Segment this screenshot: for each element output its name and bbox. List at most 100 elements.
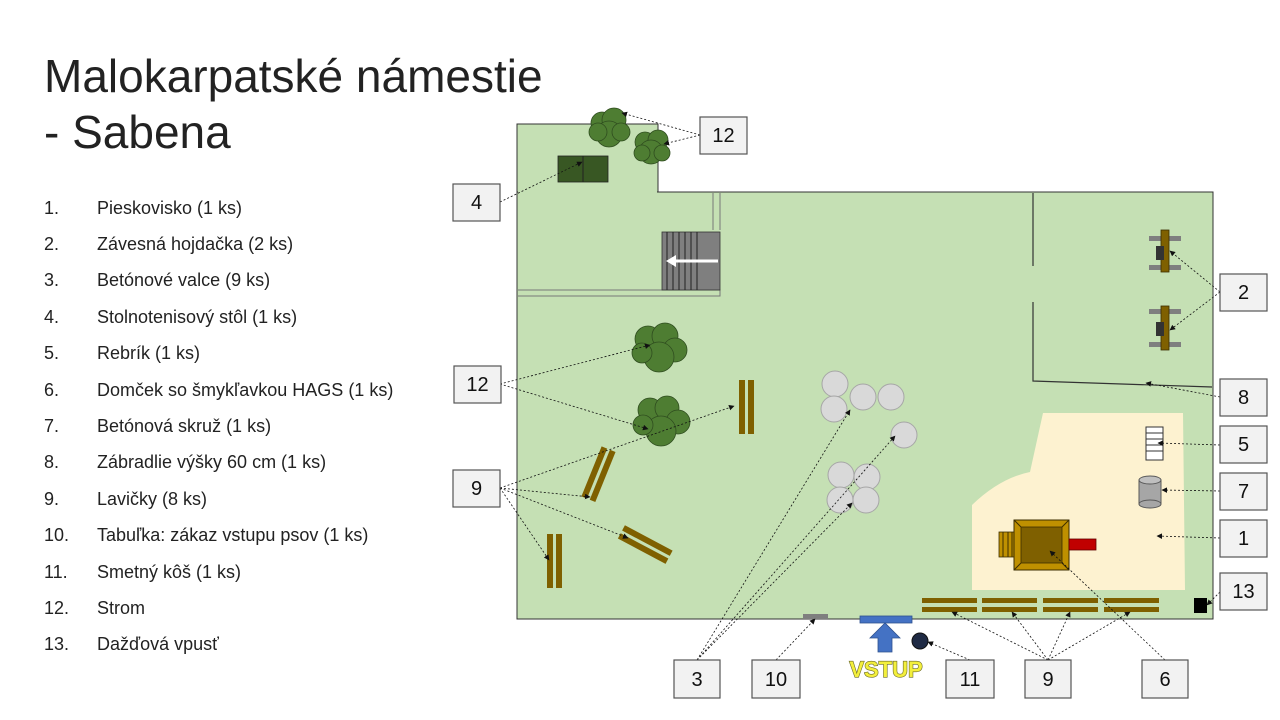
legend-number: 4. xyxy=(44,306,60,327)
legend-number: 3. xyxy=(44,270,60,291)
callout-5: 5 xyxy=(1219,425,1268,464)
trash-bin-icon xyxy=(911,632,929,650)
tree-icon xyxy=(631,322,688,373)
title-line-1: Malokarpatské námestie xyxy=(44,50,543,102)
legend-label: Dažďová vpusť xyxy=(97,634,219,655)
legend-label: Tabuľka: zákaz vstupu psov (1 ks) xyxy=(97,525,369,546)
callout-2: 2 xyxy=(1219,273,1268,312)
legend-item: 7. Betónová skruž (1 ks) xyxy=(44,408,393,444)
callout-10: 10 xyxy=(751,659,801,699)
tree-icon xyxy=(588,107,631,148)
callout-9: 9 xyxy=(1024,659,1072,699)
legend-item: 10.Tabuľka: zákaz vstupu psov (1 ks) xyxy=(44,518,393,554)
legend-number: 1. xyxy=(44,197,60,218)
legend-item: 3. Betónové valce (9 ks) xyxy=(44,263,393,299)
svg-text:12: 12 xyxy=(712,125,734,147)
legend-number: 9. xyxy=(44,488,60,509)
callout-8: 8 xyxy=(1219,378,1268,417)
legend-item: 8. Zábradlie výšky 60 cm (1 ks) xyxy=(44,445,393,481)
swing-icon xyxy=(1149,305,1181,351)
callout-4: 4 xyxy=(452,183,501,222)
legend-item: 11.Smetný kôš (1 ks) xyxy=(44,554,393,590)
legend-label: Domček so šmykľavkou HAGS (1 ks) xyxy=(97,379,394,400)
legend-label: Betónová skruž (1 ks) xyxy=(97,416,272,437)
bench-icon xyxy=(581,446,616,503)
legend-number: 7. xyxy=(44,416,60,437)
entrance-arrow-icon xyxy=(859,615,913,653)
legend-item: 12. Strom xyxy=(44,590,393,626)
callout-13: 13 xyxy=(1219,572,1268,611)
legend-item: 4. Stolnotenisový stôl (1 ks) xyxy=(44,299,393,335)
callout-7: 7 xyxy=(1219,472,1268,511)
legend-label: Závesná hojdačka (2 ks) xyxy=(97,234,294,255)
stairs xyxy=(661,231,721,291)
callout-12: 12 xyxy=(453,365,502,404)
legend-label: Pieskovisko (1 ks) xyxy=(97,197,243,218)
svg-text:10: 10 xyxy=(765,669,787,691)
svg-text:12: 12 xyxy=(466,374,488,396)
legend-label: Betónové valce (9 ks) xyxy=(97,270,271,291)
legend-number: 13. xyxy=(44,634,70,655)
legend-label: Strom xyxy=(97,597,146,618)
legend-item: 1. Pieskovisko (1 ks) xyxy=(44,190,393,226)
legend-item: 2. Závesná hojdačka (2 ks) xyxy=(44,226,393,262)
page-title: Malokarpatské námestie - Sabena xyxy=(44,48,543,160)
corridor-outline xyxy=(518,193,721,297)
legend-number: 8. xyxy=(44,452,60,473)
swing-icon xyxy=(1149,229,1181,273)
grass-annex-cover xyxy=(518,186,657,196)
svg-text:9: 9 xyxy=(1042,669,1053,691)
svg-text:9: 9 xyxy=(471,478,482,500)
title-line-2: - Sabena xyxy=(44,106,231,158)
railing xyxy=(1032,193,1213,388)
bench-icon xyxy=(1043,598,1098,612)
callout-6: 6 xyxy=(1141,659,1189,699)
legend-label: Smetný kôš (1 ks) xyxy=(97,561,242,582)
svg-text:1: 1 xyxy=(1238,528,1249,550)
legend-label: Rebrík (1 ks) xyxy=(97,343,201,364)
concrete-ring-icon xyxy=(1138,475,1162,509)
concrete-cylinders xyxy=(820,370,918,514)
legend-number: 2. xyxy=(44,234,60,255)
svg-text:7: 7 xyxy=(1238,481,1249,503)
bench-icon xyxy=(982,598,1037,612)
svg-text:5: 5 xyxy=(1238,434,1249,456)
ping-pong-table xyxy=(557,155,609,183)
leader-lines xyxy=(499,111,1221,661)
svg-text:11: 11 xyxy=(960,669,981,691)
legend-number: 12. xyxy=(44,597,70,618)
legend-number: 6. xyxy=(44,379,60,400)
play-house-icon xyxy=(998,519,1097,571)
svg-text:13: 13 xyxy=(1232,581,1254,603)
svg-text:8: 8 xyxy=(1238,387,1249,409)
legend-label: Zábradlie výšky 60 cm (1 ks) xyxy=(97,452,327,473)
tree-icon xyxy=(633,129,671,165)
callout-3: 3 xyxy=(673,659,721,699)
svg-text:4: 4 xyxy=(471,192,482,214)
bench-icon xyxy=(1104,598,1159,612)
callout-1: 1 xyxy=(1219,519,1268,558)
entrance-label: VSTUP xyxy=(849,657,922,682)
bench-icon xyxy=(547,534,562,588)
legend-list: 1. Pieskovisko (1 ks) 2. Závesná hojdačka … xyxy=(44,190,393,663)
legend-item: 5. Rebrík (1 ks) xyxy=(44,336,393,372)
callout-11: 11 xyxy=(945,659,995,699)
svg-text:2: 2 xyxy=(1238,282,1249,304)
bench-icon xyxy=(739,380,754,434)
tree-icon xyxy=(632,395,691,447)
bench-icon xyxy=(617,525,673,564)
dog-sign-icon xyxy=(803,614,828,619)
legend-item: 9. Lavičky (8 ks) xyxy=(44,481,393,517)
legend-label: Lavičky (8 ks) xyxy=(97,488,208,509)
legend-item: 6. Domček so šmykľavkou HAGS (1 ks) xyxy=(44,372,393,408)
bench-icon xyxy=(922,598,977,612)
svg-text:3: 3 xyxy=(691,669,702,691)
legend-label: Stolnotenisový stôl (1 ks) xyxy=(97,306,298,327)
legend-number: 5. xyxy=(44,343,60,364)
legend-item: 13. Dažďová vpusť xyxy=(44,627,393,663)
callout-12: 12 xyxy=(699,116,748,155)
ladder-icon xyxy=(1145,426,1164,461)
storm-drain-icon xyxy=(1194,598,1207,613)
svg-text:6: 6 xyxy=(1159,669,1170,691)
